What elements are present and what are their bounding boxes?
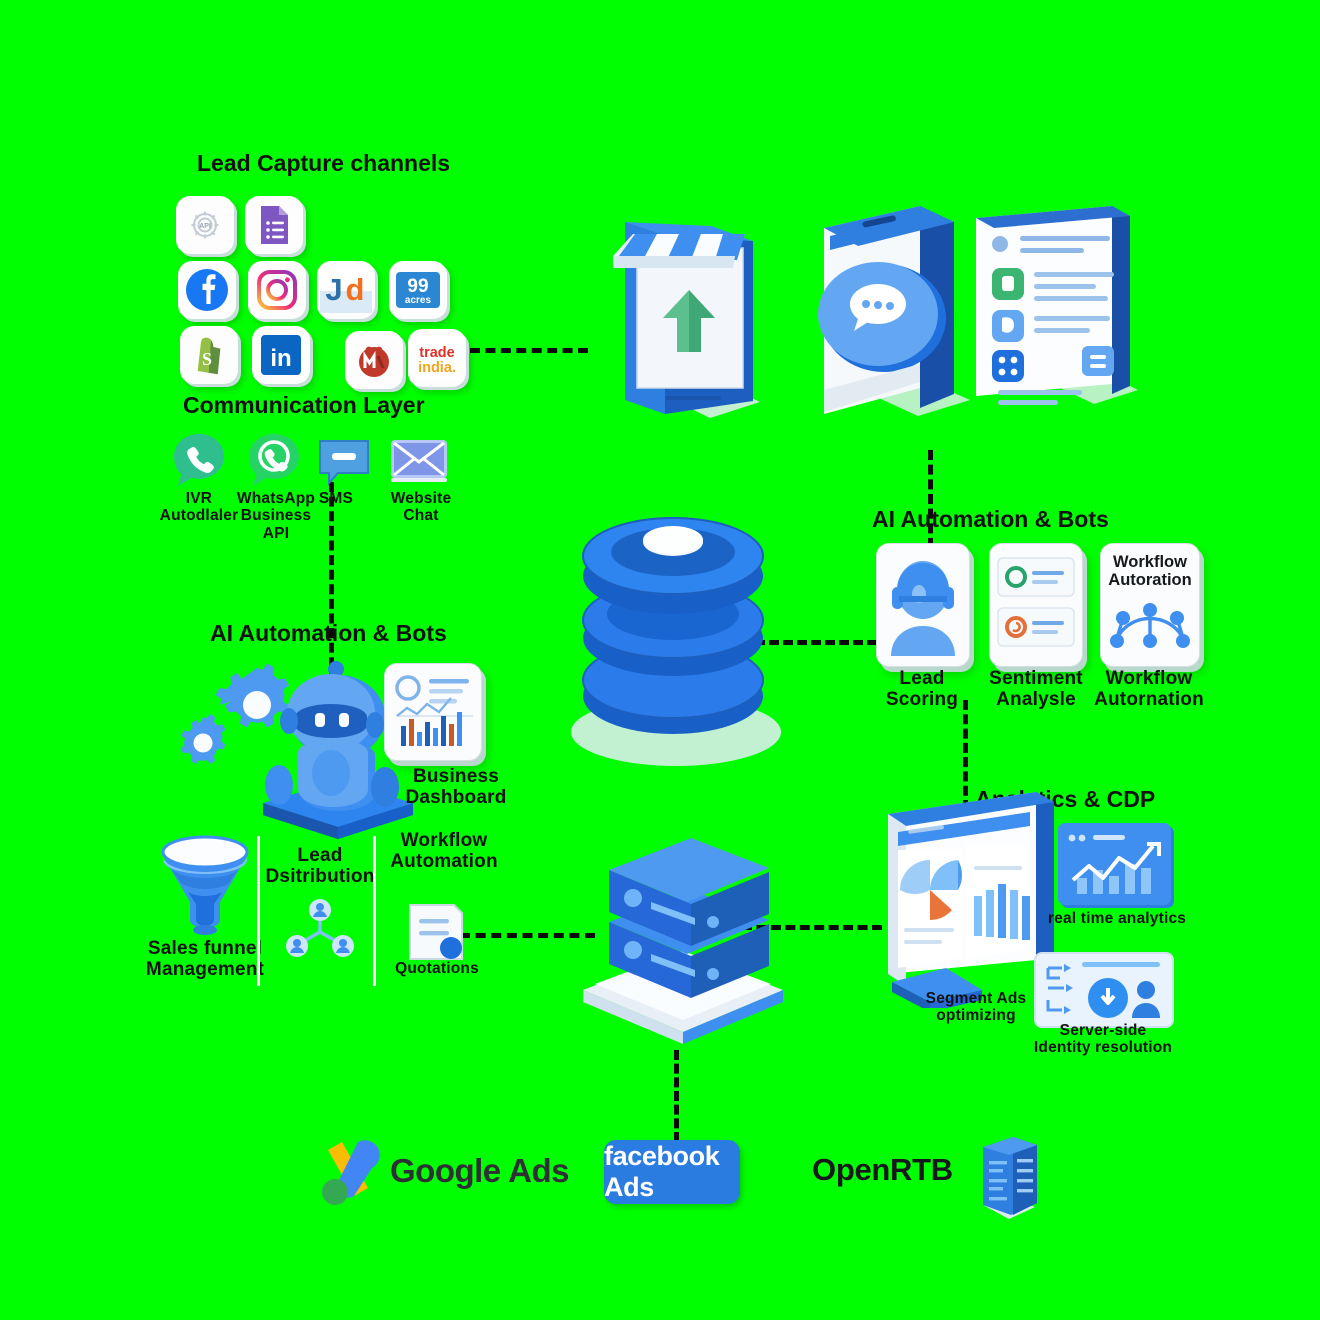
whatsapp-business-icon[interactable] (243, 430, 305, 495)
svg-text:S: S (202, 349, 212, 369)
linkedin-icon[interactable]: in (252, 326, 310, 384)
99acres-word: acres (405, 295, 432, 306)
tradeindia-icon[interactable]: trade india. (408, 329, 466, 387)
quotations-label: Quotations (395, 960, 479, 977)
google-forms-icon[interactable] (245, 196, 303, 254)
business-dashboard-label: Business Dashboard (405, 766, 507, 809)
tradeindia-india: india. (418, 360, 456, 376)
api-icon[interactable]: API (176, 196, 234, 254)
sentiment-analysis-card[interactable] (989, 543, 1083, 667)
shopify-icon[interactable]: S (180, 326, 238, 384)
divider-right (373, 836, 376, 986)
openrtb-label: OpenRTB (812, 1152, 953, 1187)
workflow-automation-right-label: Workflow Autornation (1094, 668, 1204, 711)
divider-left (257, 836, 260, 986)
server-icon (563, 830, 793, 1050)
lead-scoring-card[interactable] (876, 543, 970, 667)
tradeindia-trade: trade (419, 345, 454, 361)
facebook-icon[interactable] (178, 261, 236, 319)
robot-icon (243, 655, 433, 850)
business-dashboard-card[interactable] (384, 663, 482, 761)
connector-server-to-facebook-ads (674, 1050, 679, 1142)
rack-server-icon (975, 1133, 1045, 1228)
analytics-monitor-icon (868, 778, 1078, 1013)
website-chat-icon[interactable] (389, 437, 449, 490)
lead-distribution-icon (277, 896, 363, 963)
workflow-automation-left-label: Workflow Automation (390, 830, 498, 873)
real-time-analytics-label: real time analytics (1047, 910, 1187, 927)
connector-leadscoring-to-analytics (963, 700, 968, 810)
lead-distribution-label: Lead Dsitribution (265, 845, 375, 888)
sentiment-analysis-label: Sentiment Analysle (989, 668, 1083, 711)
99acres-icon[interactable]: 99 acres (389, 261, 447, 319)
chat-phone-icon (812, 200, 972, 430)
justdial-j-letter: J (325, 272, 342, 307)
gear-icon (212, 660, 302, 755)
sms-icon[interactable] (316, 435, 372, 492)
connector-quotations-to-server (460, 933, 595, 938)
sms-label: SMS (318, 490, 354, 507)
form-panel-icon (968, 200, 1138, 420)
workflow-card-title: Workflow Autoration (1108, 553, 1192, 589)
facebook-ads-label: facebook Ads (604, 1141, 720, 1202)
server-side-identity-icon (1030, 948, 1176, 1035)
workflow-automation-card[interactable]: Workflow Autoration (1100, 543, 1200, 667)
facebook-ads-box[interactable]: facebook Ads (604, 1140, 740, 1204)
justdial-d-letter: d (346, 272, 365, 307)
segment-ads-label: Segment Ads optimizing (925, 990, 1027, 1025)
connector-server-to-analytics (742, 925, 882, 930)
quotations-icon (404, 900, 466, 969)
connector-sms-to-robot (329, 482, 334, 682)
server-side-identity-label: Server-side Identity resolution (1033, 1022, 1173, 1057)
connector-capture-to-storefront (470, 348, 588, 353)
sales-funnel-label: Sales funnel Management (145, 938, 265, 981)
api-tile-label: API (199, 223, 211, 230)
website-chat-label: Website Chat (390, 490, 452, 525)
whatsapp-business-label: WhatsApp Business API (236, 490, 316, 542)
google-ads-label: Google Ads (390, 1152, 569, 1189)
magicbricks-icon[interactable] (345, 331, 403, 389)
ivr-autodialer-label: IVR Autodlaler (159, 490, 239, 525)
justdial-icon[interactable]: J d (317, 261, 375, 319)
ai-automation-right-title: AI Automation & Bots (872, 506, 1109, 532)
ai-automation-left-title: AI Automation & Bots (210, 620, 447, 646)
lead-scoring-label: Lead Scoring (885, 668, 959, 711)
real-time-analytics-icon (1055, 820, 1180, 921)
linkedin-letters: in (270, 345, 291, 372)
connector-chatphone-to-leadscoring (928, 450, 933, 548)
sales-funnel-icon (150, 830, 260, 945)
99acres-number: 99 (407, 276, 428, 297)
lead-capture-title: Lead Capture channels (197, 150, 451, 176)
gear-small-icon (172, 712, 234, 779)
database-icon (558, 480, 788, 775)
communication-layer-title: Communication Layer (183, 392, 425, 418)
google-ads-icon[interactable] (314, 1134, 392, 1215)
ivr-autodialer-icon[interactable] (168, 430, 230, 495)
connector-database-to-leadscoring (755, 640, 877, 645)
mobile-storefront-icon (565, 200, 760, 425)
instagram-icon[interactable] (248, 261, 306, 319)
